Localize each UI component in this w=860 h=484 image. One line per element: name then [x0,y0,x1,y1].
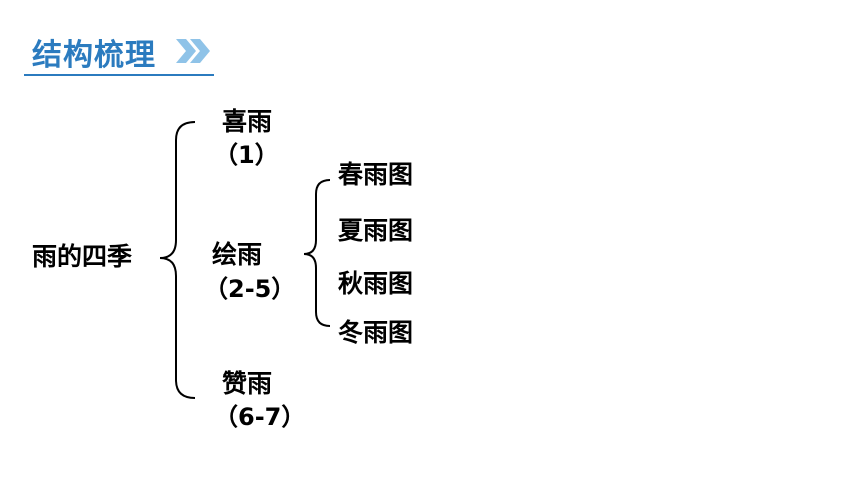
branch-label-3: 赞雨 [222,369,273,398]
branch-label-2: 绘雨 [212,240,263,269]
double-chevron-right-icon [176,39,210,63]
header-underline [24,74,214,76]
branch-label-1: 喜雨 [222,107,273,136]
branch-range-3: （6-7） [214,403,306,431]
root-node: 雨的四季 [32,242,133,271]
sub-brace [303,179,331,327]
branch-range-1: （1） [214,141,279,169]
sub-item-winter: 冬雨图 [338,318,414,347]
branch-range-2: （2-5） [204,275,296,303]
sub-item-autumn: 秋雨图 [338,269,414,298]
section-title: 结构梳理 [32,38,156,73]
sub-item-summer: 夏雨图 [338,216,414,245]
main-brace [159,121,196,399]
section-header: 结构梳理 [24,28,214,76]
sub-item-spring: 春雨图 [338,160,414,189]
